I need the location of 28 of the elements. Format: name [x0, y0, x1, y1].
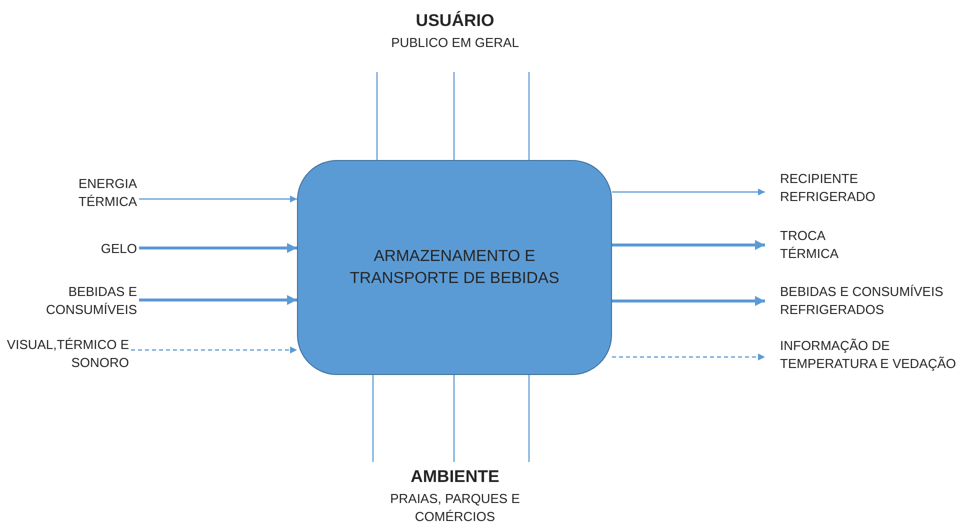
output-label: BEBIDAS E CONSUMÍVEIS REFRIGERADOS — [780, 283, 944, 319]
connector-line — [528, 72, 530, 160]
process-box — [297, 160, 612, 375]
heading: USUÁRIO — [416, 10, 494, 32]
arrow — [139, 295, 297, 305]
connector-line — [528, 375, 530, 462]
arrow — [612, 296, 765, 306]
process-label: ARMAZENAMENTO E TRANSPORTE DE BEBIDAS — [348, 246, 560, 288]
output-label: INFORMAÇÃO DE TEMPERATURA E VEDAÇÃO — [780, 337, 958, 373]
connector-line — [376, 72, 378, 160]
output-label: TROCA TÉRMICA — [780, 227, 840, 263]
input-label: GELO — [100, 240, 137, 258]
arrow — [139, 196, 297, 202]
subheading: PUBLICO EM GERAL — [391, 34, 519, 52]
arrow — [139, 243, 297, 253]
subheading: PRAIAS, PARQUES E COMÉRCIOS — [389, 490, 521, 526]
connector-line — [453, 72, 455, 160]
heading: AMBIENTE — [410, 466, 500, 488]
output-label: RECIPIENTE REFRIGERADO — [780, 170, 876, 206]
connector-line — [372, 375, 374, 462]
connector-line — [453, 375, 455, 462]
input-label: ENERGIA TÉRMICA — [77, 175, 137, 211]
arrow — [612, 240, 765, 250]
arrow — [612, 188, 765, 196]
input-label: BEBIDAS E CONSUMÍVEIS — [44, 283, 137, 319]
input-label: VISUAL,TÉRMICO E SONORO — [6, 336, 129, 372]
arrow — [131, 346, 297, 354]
arrow — [612, 354, 765, 360]
